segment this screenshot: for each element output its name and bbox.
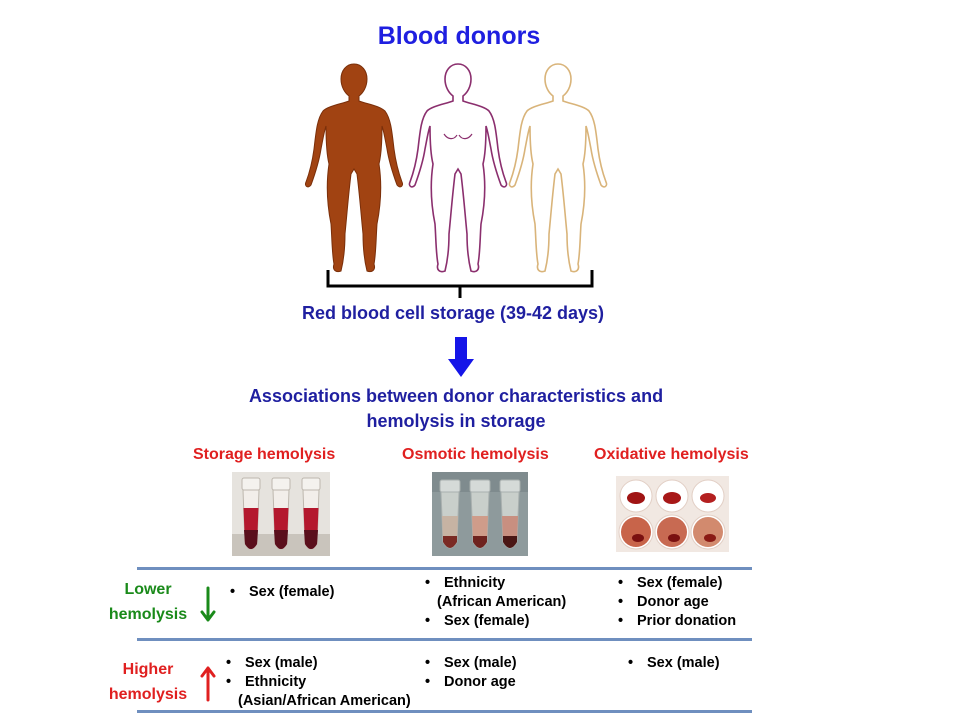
higher-osmotic-list: Sex (male) Donor age [425,654,517,692]
list-item: Sex (female) [618,574,736,593]
row-label-lower: Lower hemolysis [96,577,200,627]
list-item: Sex (female) [230,583,334,602]
male-figure-tan [508,63,608,273]
table-divider-middle [137,638,752,641]
row-label-higher-line2: hemolysis [108,686,188,703]
row-label-lower-line1: Lower [124,581,172,598]
higher-storage-list: Sex (male) Ethnicity (Asian/African Amer… [226,654,411,711]
lower-osmotic-list: Ethnicity (African American) Sex (female… [425,574,566,631]
associations-line2: hemolysis in storage [366,411,546,431]
list-item: Sex (female) [425,612,566,631]
down-arrow-icon [448,337,474,377]
table-divider-top [137,567,752,570]
column-storage-hemolysis: Storage hemolysis [193,446,336,463]
column-osmotic-hemolysis: Osmotic hemolysis [402,446,549,463]
list-item: Sex (male) [226,654,411,673]
list-item: Ethnicity [425,574,566,593]
associations-line1: Associations between donor characteristi… [248,386,664,406]
lower-down-arrow-icon [200,586,216,622]
male-figure-dark [304,63,404,273]
storage-caption: Red blood cell storage (39-42 days) [301,303,605,323]
page-title: Blood donors [377,22,541,50]
row-label-higher-line1: Higher [122,661,174,678]
row-label-lower-line2: hemolysis [108,606,188,623]
female-figure-purple [408,63,508,273]
storage-tubes-photo [232,472,330,556]
list-item-continuation: (African American) [437,594,567,610]
table-divider-bottom [137,710,752,713]
oxidative-wells-photo [616,476,729,552]
osmotic-tubes-photo [432,472,528,556]
bracket [326,270,594,298]
higher-oxidative-list: Sex (male) [628,654,720,673]
lower-storage-list: Sex (female) [230,583,334,602]
list-item: Sex (male) [425,654,517,673]
list-item: Donor age [425,673,517,692]
list-item: Sex (male) [628,654,720,673]
list-item: Prior donation [618,612,736,631]
column-oxidative-hemolysis: Oxidative hemolysis [594,446,749,463]
donor-figures [304,63,608,273]
lower-oxidative-list: Sex (female) Donor age Prior donation [618,574,736,631]
associations-caption: Associations between donor characteristi… [0,384,912,434]
row-label-higher: Higher hemolysis [96,657,200,707]
higher-up-arrow-icon [200,666,216,702]
list-item: Ethnicity [226,673,411,692]
list-item-continuation: (Asian/African American) [238,693,411,709]
list-item: Donor age [618,593,736,612]
